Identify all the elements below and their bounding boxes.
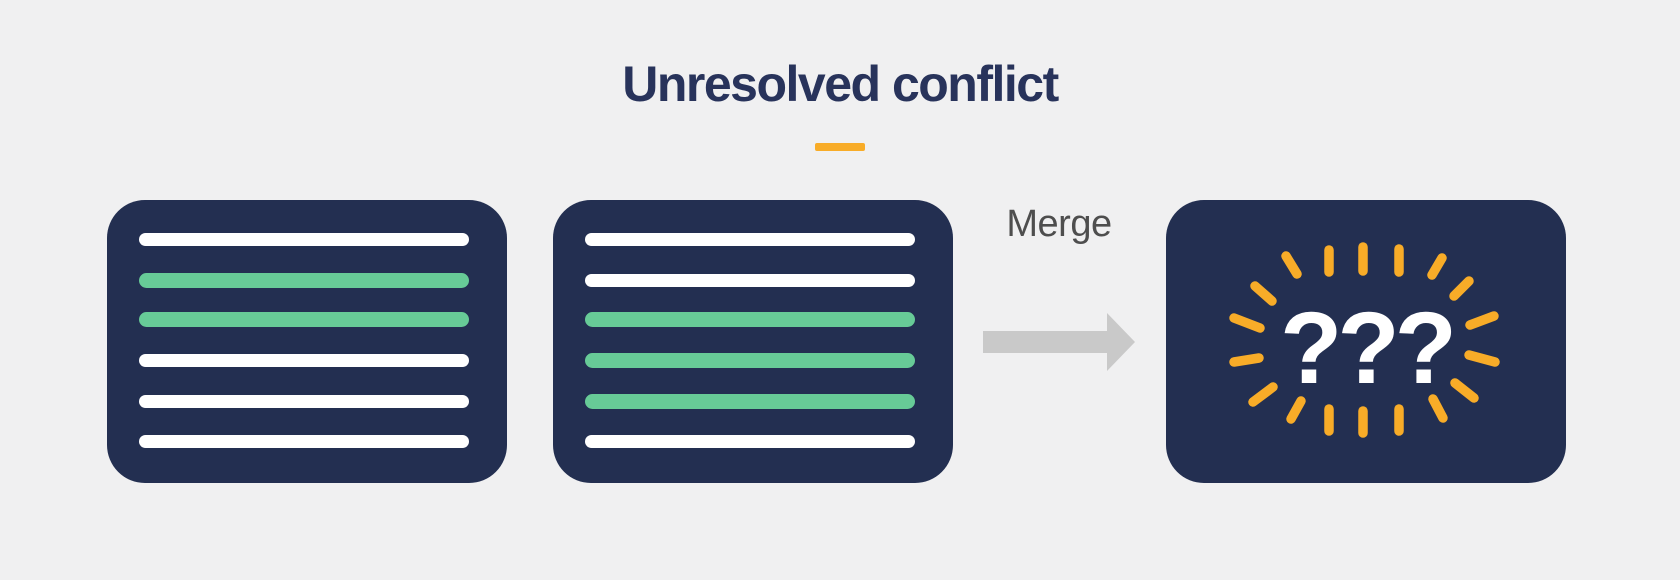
text-line (585, 233, 915, 246)
changed-text-line (585, 353, 915, 368)
merge-result-card: ??? (1166, 200, 1566, 483)
burst-ray (1248, 382, 1278, 407)
text-line (139, 435, 469, 448)
burst-ray (1428, 394, 1448, 423)
burst-ray (1229, 353, 1264, 367)
merge-label: Merge (1006, 203, 1112, 245)
text-line (585, 435, 915, 448)
document-version-b-card (553, 200, 953, 483)
burst-ray (1465, 311, 1499, 330)
diagram-title: Unresolved conflict (622, 56, 1059, 112)
text-line (139, 395, 469, 408)
burst-ray (1427, 253, 1447, 280)
burst-ray (1464, 350, 1500, 367)
changed-text-line (139, 273, 469, 288)
text-line (585, 274, 915, 287)
changed-text-line (585, 394, 915, 409)
changed-text-line (139, 312, 469, 327)
title-accent-underline (815, 143, 865, 151)
burst-ray (1449, 276, 1474, 301)
burst-ray (1250, 281, 1277, 306)
burst-ray (1281, 251, 1302, 279)
conflict-question-marks: ??? (1280, 291, 1457, 405)
text-line (139, 354, 469, 367)
burst-ray (1229, 313, 1265, 333)
burst-ray (1450, 378, 1479, 403)
burst-ray (1286, 396, 1306, 424)
text-line (139, 233, 469, 246)
document-version-a-card (107, 200, 507, 483)
changed-text-line (585, 312, 915, 327)
emphasis-burst-icon (1229, 242, 1500, 438)
merge-arrow-icon (983, 313, 1135, 371)
